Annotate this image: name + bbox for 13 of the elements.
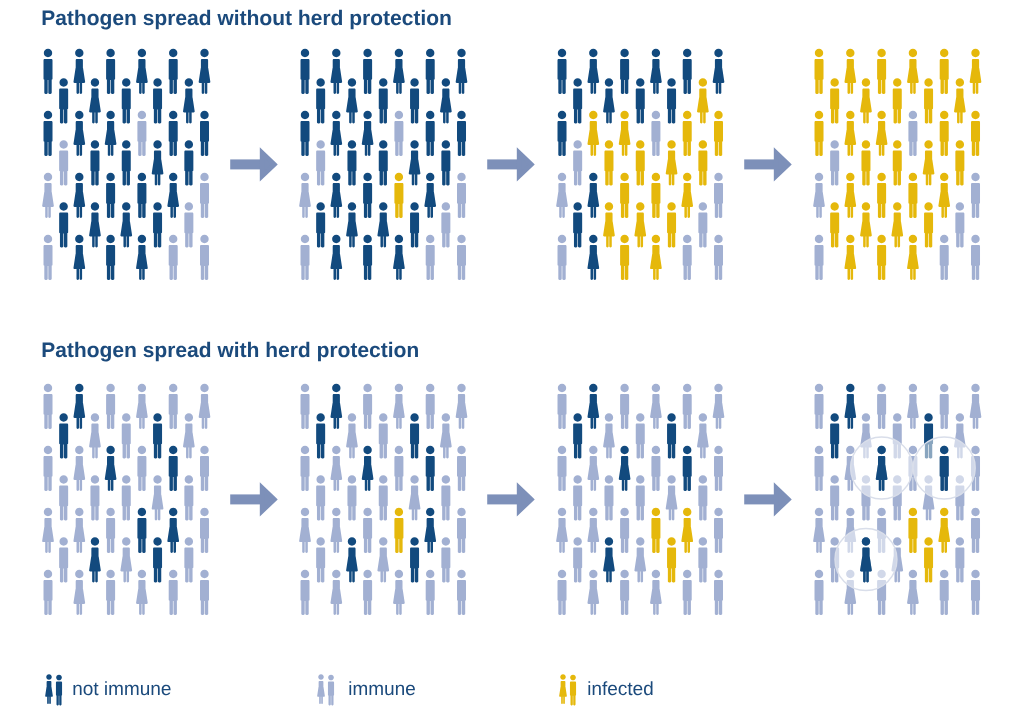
crowd-picture bbox=[42, 383, 211, 615]
crowd-picture bbox=[556, 48, 725, 280]
legend-label: infected bbox=[588, 681, 653, 696]
crowd-picture bbox=[813, 383, 982, 615]
legend-label: not immune bbox=[73, 681, 171, 696]
crowd-picture bbox=[556, 383, 725, 615]
crowd-picture bbox=[299, 48, 468, 280]
heading: Pathogen spread without herd protection bbox=[42, 9, 451, 30]
crowd-picture bbox=[299, 383, 468, 615]
crowd-picture bbox=[42, 48, 211, 280]
crowd-picture bbox=[813, 48, 982, 280]
heading: Pathogen spread with herd protection bbox=[42, 341, 418, 362]
legend-label: immune bbox=[349, 681, 415, 696]
